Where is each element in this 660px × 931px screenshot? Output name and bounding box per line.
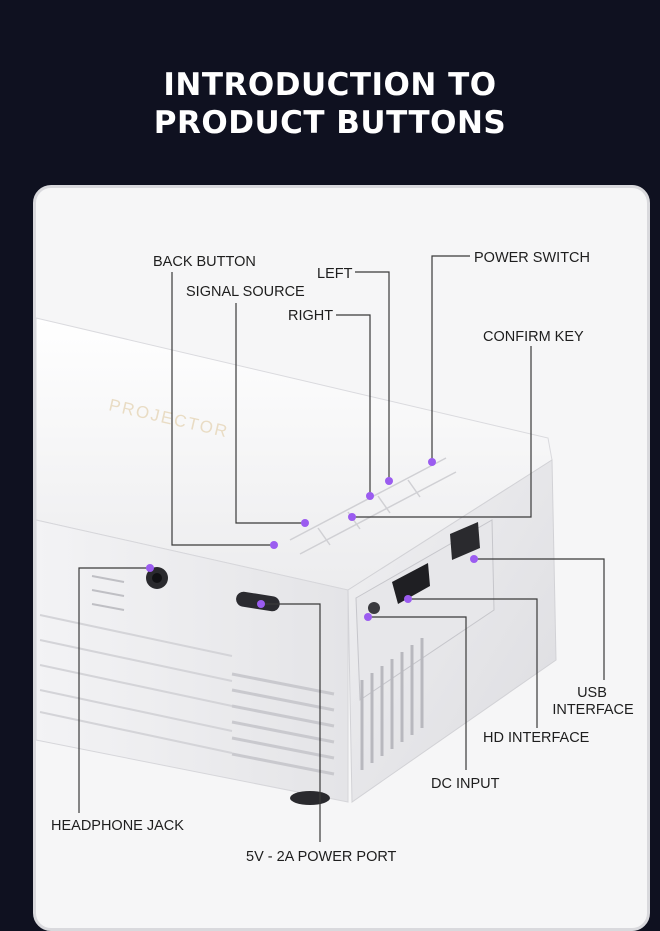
label-usb-interface-line-2: INTERFACE bbox=[552, 702, 634, 718]
label-confirm-key: CONFIRM KEY bbox=[483, 329, 584, 345]
projector-foot bbox=[290, 791, 330, 805]
dc-input-port bbox=[368, 602, 380, 614]
marker-left bbox=[385, 477, 393, 485]
front-vent-ribs bbox=[39, 614, 233, 754]
marker-power-switch bbox=[428, 458, 436, 466]
marker-dots bbox=[146, 458, 478, 621]
leader-lines bbox=[78, 255, 605, 842]
label-headphone-jack: HEADPHONE JACK bbox=[51, 818, 184, 834]
label-signal-source: SIGNAL SOURCE bbox=[186, 284, 305, 300]
label-usb-interface-line-1: USB bbox=[577, 685, 607, 701]
projector-device: PROJECTOR bbox=[36, 317, 557, 805]
product-diagram: PROJECTOR bbox=[36, 250, 634, 865]
label-hd-interface: HD INTERFACE bbox=[483, 730, 590, 746]
callout-labels: BACK BUTTON SIGNAL SOURCE LEFT RIGHT POW… bbox=[51, 250, 634, 865]
page-title: INTRODUCTION TO PRODUCT BUTTONS bbox=[0, 66, 660, 142]
label-back-button: BACK BUTTON bbox=[153, 254, 256, 270]
marker-dc-input bbox=[364, 613, 372, 621]
side-grille bbox=[91, 575, 125, 611]
hdmi-port bbox=[392, 563, 430, 604]
marker-hd-interface bbox=[404, 595, 412, 603]
marker-right bbox=[366, 492, 374, 500]
port-panel bbox=[355, 519, 495, 701]
projector-front-face bbox=[36, 519, 349, 803]
front-vent-grille bbox=[231, 672, 335, 776]
marker-confirm-key bbox=[348, 513, 356, 521]
end-vent-slots bbox=[360, 638, 424, 770]
marker-headphone-jack bbox=[146, 564, 154, 572]
label-power-switch: POWER SWITCH bbox=[474, 250, 590, 266]
usb-port bbox=[450, 522, 480, 560]
label-left: LEFT bbox=[317, 266, 353, 282]
label-right: RIGHT bbox=[288, 308, 333, 324]
label-power-port: 5V - 2A POWER PORT bbox=[246, 849, 397, 865]
marker-signal-source bbox=[301, 519, 309, 527]
label-dc-input: DC INPUT bbox=[431, 776, 500, 792]
marker-power-port bbox=[257, 600, 265, 608]
page-title-line-2: PRODUCT BUTTONS bbox=[153, 105, 507, 141]
marker-usb-interface bbox=[470, 555, 478, 563]
page-title-line-1: INTRODUCTION TO bbox=[163, 67, 497, 103]
marker-back-button bbox=[270, 541, 278, 549]
